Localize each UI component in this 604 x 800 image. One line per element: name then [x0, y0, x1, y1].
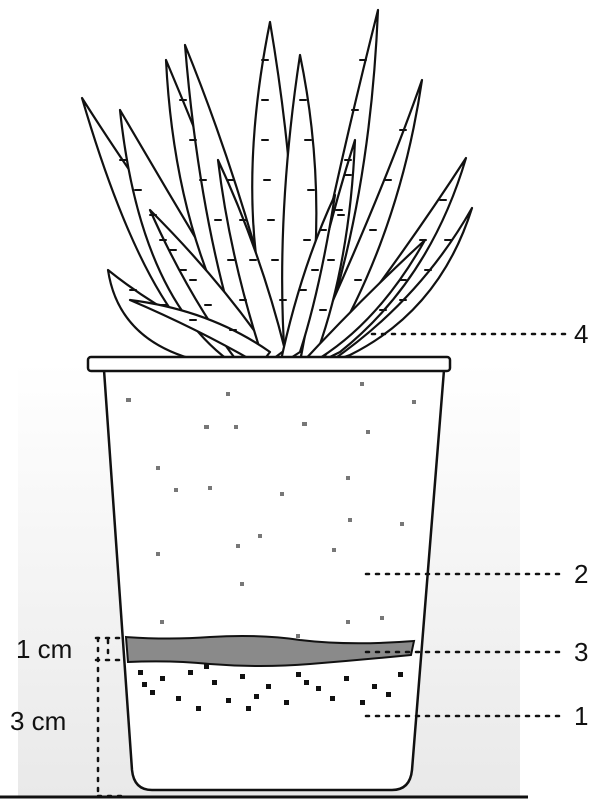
dimension-label-drainage: 3 cm	[10, 706, 66, 736]
succulent-plant	[82, 10, 472, 365]
callout-label-3: 3	[574, 637, 588, 667]
callout-label-2: 2	[574, 559, 588, 589]
callout-label-1: 1	[574, 701, 588, 731]
dimension-label-separation: 1 cm	[16, 634, 72, 664]
pot-body	[104, 370, 444, 790]
pot-rim	[88, 357, 450, 371]
callout-label-4: 4	[574, 319, 588, 349]
